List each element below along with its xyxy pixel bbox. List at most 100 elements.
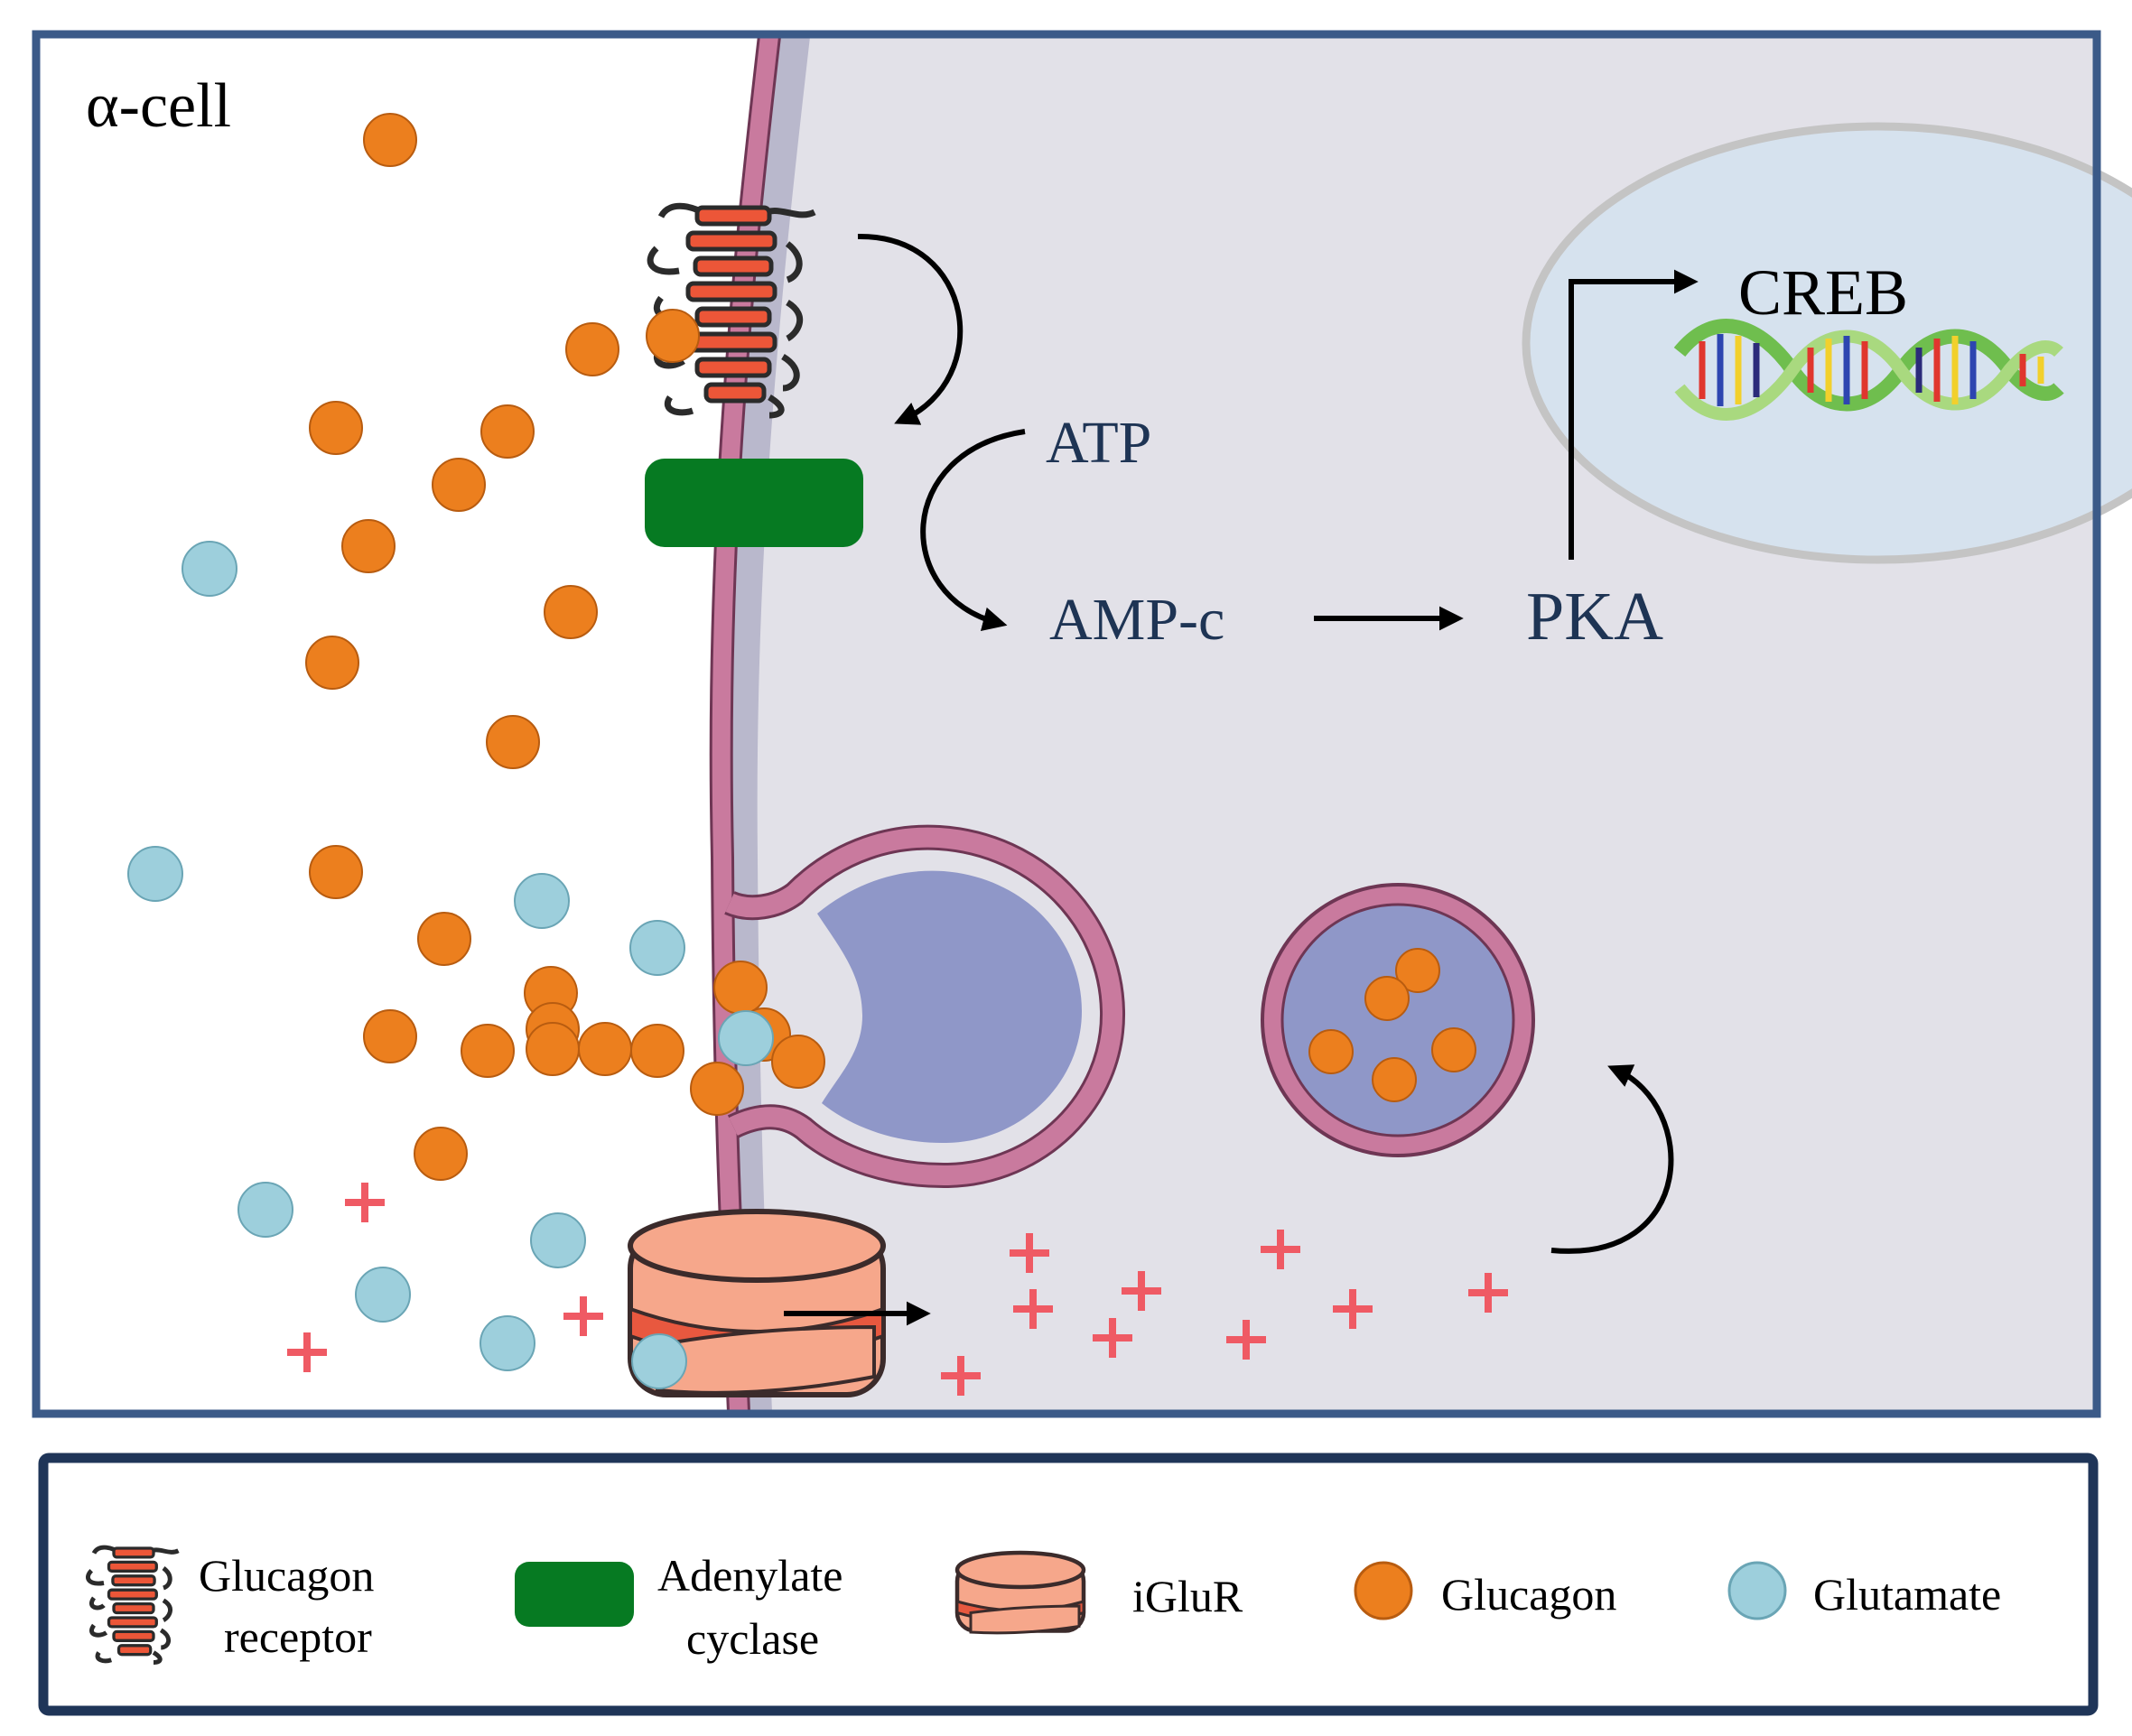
glucagon-receptor [647,202,816,419]
glucagon-molecule-19 [630,1024,684,1078]
receptor-helix-1 [694,205,772,227]
receptor-helix-8 [703,382,767,404]
legend-receptor-label-2: receptor [224,1611,372,1662]
glucagon-molecule-4 [309,401,363,455]
glucagon-molecule-6 [432,458,486,512]
creb-label: CREB [1738,256,1908,329]
glucagon-molecule-18 [578,1022,632,1076]
legend: Glucagon receptor Adenylate cyclase iGlu… [38,1453,2099,1716]
glutamate-molecule-5 [718,1010,774,1066]
legend-adenylate-icon [515,1562,634,1627]
legend-glucagon-icon [1354,1561,1413,1620]
legend-glutamate-label: Glutamate [1813,1569,2001,1620]
extracellular-glutamate [127,541,774,1389]
glucagon-molecule-10 [486,715,540,769]
cation-plus-12 [941,1356,981,1396]
receptor-helix-4 [685,281,777,302]
legend-iglur-icon [954,1550,1086,1635]
glucagon-molecule-16 [461,1024,515,1078]
glucagon-molecule-12 [417,912,471,966]
pka-to-creb-arrow [1569,269,1699,560]
glutamate-molecule-4 [629,920,685,976]
receptor-helices [647,202,816,419]
iglur-opening [656,1324,876,1395]
glucagon-molecule-15 [363,1009,417,1063]
glutamate-molecule-2 [127,846,183,902]
cell-title: α-cell [86,71,231,141]
vesicle-glucagon-2 [1364,976,1410,1021]
receptor-helix-7 [694,357,772,378]
glucagon-molecule-3 [646,309,700,363]
vesicle-glucagon-4 [1431,1027,1476,1072]
glucagon-molecule-2 [565,322,619,376]
cation-plus-9 [1333,1289,1373,1329]
legend-adenylate-label-2: cyclase [686,1613,819,1664]
legend-glucagon-label: Glucagon [1441,1569,1616,1620]
secretory-vesicle [1261,883,1535,1157]
receptor-helix-3 [693,255,774,277]
glutamate-molecule-6 [237,1182,293,1238]
exocytosis-lumen [817,870,1082,1144]
cation-plus-1 [345,1183,385,1222]
secretory-vesicle-lumen [1280,903,1515,1137]
cation-plus-6 [1122,1271,1161,1311]
glucagon-molecule-5 [480,404,535,459]
receptor-helix-2 [685,230,777,252]
glucagon-molecule-23 [690,1062,744,1116]
cation-plus-4 [1010,1233,1049,1273]
pathway-arrows [784,233,1699,1326]
iglur-channel [628,1209,886,1397]
receptor-helix-6 [685,331,777,353]
cation-to-vesicle-arrow [1550,1064,1674,1254]
vesicle-glucagon-1 [1395,948,1440,993]
adenylate-cyclase [645,459,863,547]
glutamate-molecule-1 [182,541,237,597]
cation-plus-11 [1226,1320,1266,1360]
receptor-helix-5 [694,306,772,328]
glucagon-molecule-1 [363,113,417,167]
exocytosis-vesicle [724,824,1126,1189]
glucagon-molecule-7 [341,519,396,573]
receptor-to-cyclase-arrow [857,233,964,425]
cation-plus-3 [287,1332,327,1372]
vesicle-glucagon-5 [1372,1057,1417,1102]
atp-to-camp-arrow [920,429,1026,631]
glutamate-molecule-10 [631,1333,687,1389]
dna-strand-b [1674,330,2063,421]
main-panel [36,34,2132,1414]
glucagon-molecule-17 [526,1022,580,1076]
legend-adenylate-label-1: Adenylate [657,1550,843,1601]
cation-plus-7 [1013,1289,1053,1329]
cation-plus-8 [1093,1318,1132,1358]
cations [287,1183,1508,1396]
glucagon-molecule-20 [713,961,768,1015]
legend-receptor-icon [86,1545,180,1665]
glucagon-molecule-24 [414,1127,468,1181]
glutamate-molecule-9 [479,1315,535,1371]
vesicle-glucagon-3 [1308,1029,1354,1074]
glucagon-molecule-22 [771,1035,825,1089]
exocytosis-membrane-fill [725,827,1123,1186]
glutamate-molecule-7 [530,1212,586,1268]
dna-helix-icon [1673,319,2064,421]
cation-plus-2 [563,1296,603,1336]
glucagon-molecule-11 [309,845,363,899]
iglur-top [628,1209,886,1283]
adenylate-cyclase-body [645,459,863,547]
legend-iglur-label: iGluR [1132,1571,1243,1621]
glutamate-molecule-8 [355,1267,411,1323]
vesicle-glucagon-group [1308,948,1476,1102]
glucagon-molecule-8 [544,585,598,639]
legend-glutamate-icon [1727,1561,1787,1620]
legend-receptor-label-1: Glucagon [199,1550,374,1601]
glucagon-molecule-9 [305,636,359,690]
legend-receptor-loops [86,1545,180,1665]
glutamate-molecule-3 [514,873,570,929]
atp-label: ATP [1046,410,1151,476]
main-panel-frame [32,30,2101,1418]
pka-label: PKA [1526,579,1663,654]
cation-plus-5 [1261,1230,1300,1269]
cation-plus-10 [1468,1273,1508,1313]
camp-label: AMP-c [1049,587,1224,653]
